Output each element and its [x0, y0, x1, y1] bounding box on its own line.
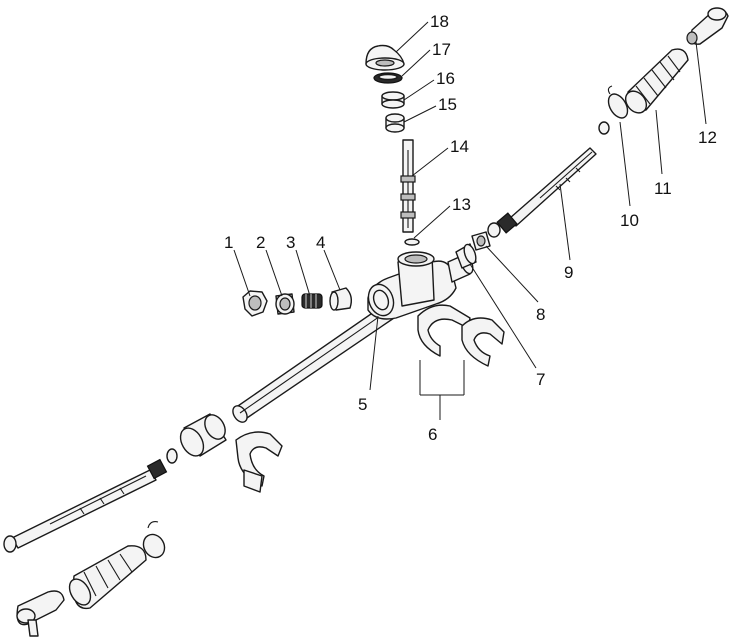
spring-3	[301, 293, 323, 309]
mounting-clamp-6a	[417, 304, 471, 357]
left-mount-clamp	[235, 431, 283, 493]
mounting-clamp-6b	[461, 317, 505, 367]
callout-15: 15	[438, 95, 457, 114]
callout-labels: 1 2 3 4 5 6 7 8 9 10 11 12 13 14 15 16 1…	[224, 12, 717, 444]
left-bushing	[179, 413, 227, 457]
callout-18: 18	[430, 12, 449, 31]
bearing-15	[385, 113, 405, 133]
left-boot	[68, 545, 147, 610]
callout-17: 17	[432, 40, 451, 59]
inner-tie-rod-9	[487, 147, 597, 238]
callout-1: 1	[224, 233, 233, 252]
left-lock-plate	[166, 448, 178, 464]
dust-cover-7	[455, 243, 477, 269]
callout-16: 16	[436, 69, 455, 88]
callout-6: 6	[428, 425, 437, 444]
callout-11: 11	[654, 179, 672, 198]
callout-4: 4	[316, 233, 325, 252]
pinion-shaft	[400, 139, 416, 233]
lock-plate-8	[471, 231, 491, 251]
callout-14: 14	[450, 137, 469, 156]
tie-rod-end-12	[686, 7, 729, 45]
callout-7: 7	[536, 370, 545, 389]
ring-16	[381, 91, 405, 109]
left-tie-rod-end	[16, 590, 65, 637]
adjuster-plug-2	[275, 293, 295, 315]
callout-13: 13	[452, 195, 471, 214]
leader-lines	[233, 21, 707, 420]
rack-housing-tube	[232, 304, 395, 423]
cap-18	[365, 44, 405, 71]
left-clamp	[142, 521, 166, 559]
callout-10: 10	[620, 211, 639, 230]
left-inner-tie-rod	[3, 458, 168, 553]
clamp-10	[598, 85, 629, 135]
callout-2: 2	[256, 233, 265, 252]
callout-9: 9	[564, 263, 573, 282]
thrust-piece-4	[329, 287, 353, 311]
pinion-ring-13	[404, 238, 420, 246]
rack-housing-body	[367, 251, 474, 320]
callout-5: 5	[358, 395, 367, 414]
lock-nut-1	[242, 290, 268, 317]
callout-3: 3	[286, 233, 295, 252]
boot-11	[624, 48, 689, 114]
callout-12: 12	[698, 128, 717, 147]
callout-8: 8	[536, 305, 545, 324]
